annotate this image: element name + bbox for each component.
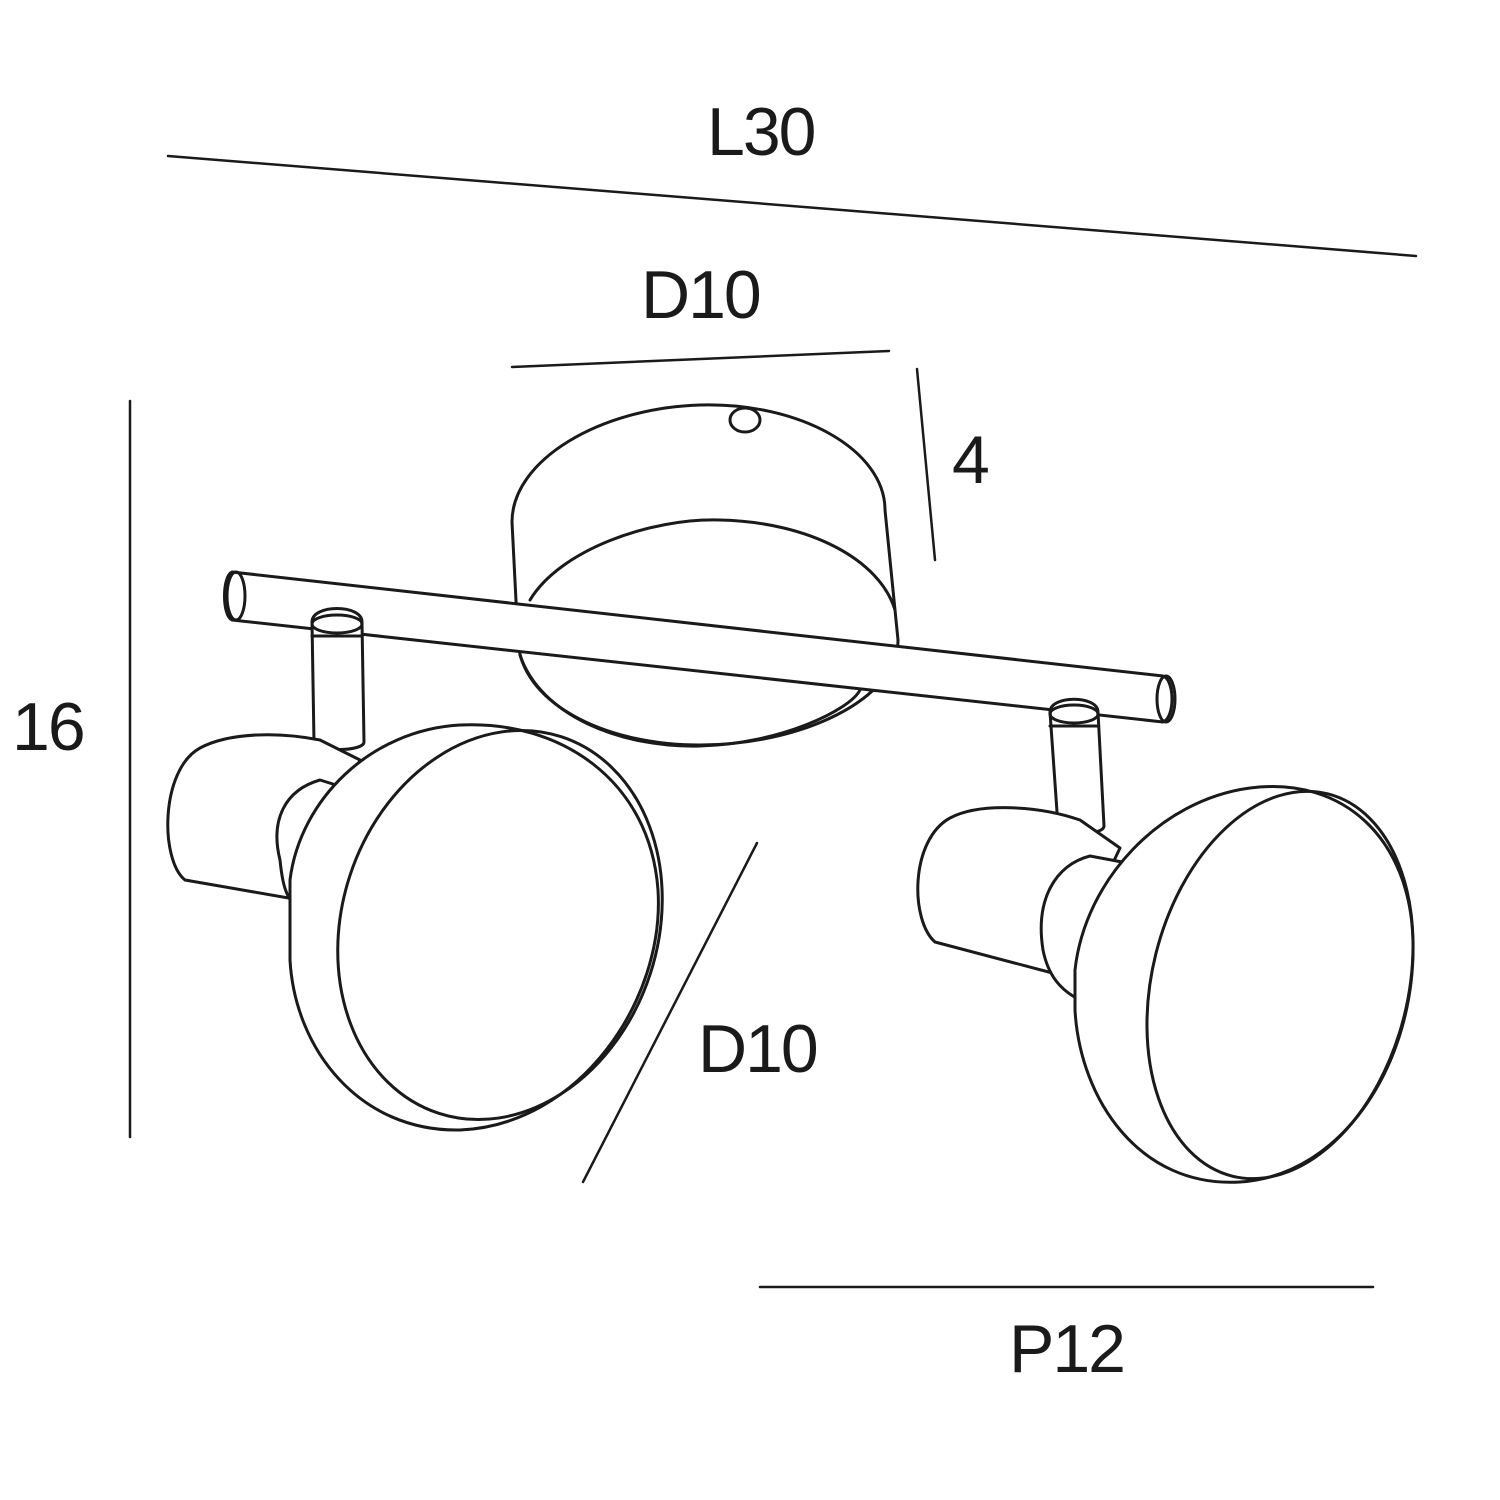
right-spotlight (916, 697, 1415, 1184)
left-spotlight (166, 607, 664, 1132)
spot-diameter-dimension-line (581, 841, 759, 1184)
projection-label: P12 (1009, 1311, 1124, 1387)
base-diameter-dimension-line (510, 349, 891, 369)
mounting-hole (728, 406, 762, 434)
left-spotlight-lens (336, 728, 664, 1122)
base-diameter-label: D10 (641, 257, 760, 333)
right-spotlight-lens (1145, 789, 1415, 1181)
length-label: L30 (707, 94, 815, 170)
ceiling-canopy (510, 403, 900, 748)
height-label: 16 (12, 689, 84, 765)
base-height-dimension-line (915, 367, 937, 562)
length-dimension-line (166, 154, 1418, 258)
spot-diameter-label: D10 (698, 1011, 817, 1087)
mounting-bar (223, 570, 1177, 724)
base-height-label: 4 (952, 422, 988, 498)
